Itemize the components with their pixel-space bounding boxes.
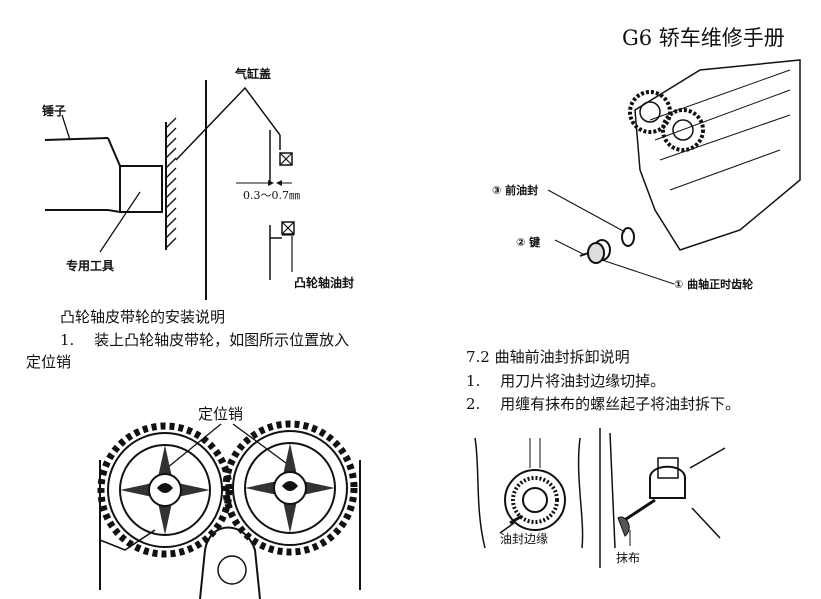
seal-cutting-panel: [474, 437, 584, 549]
figure-cam-seal-install: 锤子 气缸盖 0.3～0.7㎜ 专用工具 凸轮轴油封: [30, 60, 370, 300]
label-cylinder-head-cover: 气缸盖: [235, 67, 272, 81]
section-crank-seal-step1: 1. 用刀片将油封边缘切掉。: [466, 372, 666, 390]
label-rag: 抹布: [616, 551, 641, 565]
section-cam-belt-title: 凸轮轴皮带轮的安装说明: [60, 308, 226, 326]
label-hammer: 锤子: [42, 104, 67, 118]
figure-cam-gears: 定位销: [95, 400, 365, 599]
label-cam-oil-seal: 凸轮轴油封: [294, 276, 355, 290]
cam-gears-drawing: [97, 420, 361, 599]
seal-prying-panel: [609, 432, 726, 549]
label-oil-seal-edge: 油封边缘: [500, 532, 549, 546]
seal-removal-drawing: [474, 428, 726, 568]
label-crank-timing-gear: ① 曲轴正时齿轮: [674, 278, 754, 291]
label-special-tool: 专用工具: [66, 259, 115, 273]
label-key: ② 键: [516, 236, 541, 249]
section-cam-belt-step1-line1: 1. 装上凸轮轴皮带轮，如图所示位置放入: [60, 331, 350, 349]
label-front-oil-seal: ③ 前油封: [492, 184, 539, 197]
section-crank-seal-title: 7.2 曲轴前油封拆卸说明: [466, 348, 630, 366]
manual-title: G6 轿车维修手册: [622, 26, 785, 50]
figure-seal-removal: 油封边缘 抹布: [470, 428, 730, 578]
cam-seal-install-drawing: [44, 80, 295, 300]
label-locating-pin: 定位销: [198, 405, 244, 423]
crankshaft-parts-drawing: [547, 59, 801, 285]
section-crank-seal-step2: 2. 用缠有抹布的螺丝起子将油封拆下。: [466, 395, 741, 413]
label-gap: 0.3～0.7㎜: [243, 189, 300, 202]
section-cam-belt-step1-line2: 定位销: [26, 353, 72, 371]
figure-crankshaft-parts: ③ 前油封 ② 键 ① 曲轴正时齿轮: [470, 50, 810, 300]
